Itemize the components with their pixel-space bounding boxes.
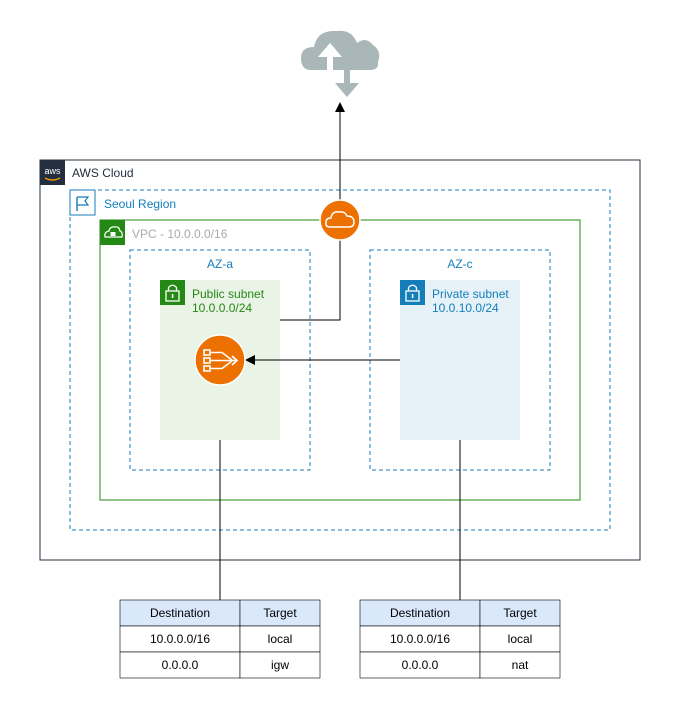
private-subnet-name: Private subnet — [432, 287, 509, 301]
table-header-text: Target — [503, 606, 537, 620]
aws-logo-icon: aws — [40, 160, 65, 185]
private-subnet: Private subnet 10.0.10.0/24 — [400, 280, 520, 440]
aws-cloud-label: AWS Cloud — [72, 166, 134, 180]
table-cell — [239, 625, 321, 653]
public-subnet-name: Public subnet — [192, 287, 265, 301]
table-cell — [119, 625, 241, 653]
table-cell-text: local — [268, 632, 293, 646]
table-cell — [119, 651, 241, 679]
table-cell-text: 0.0.0.0 — [402, 658, 439, 672]
table-cell-text: igw — [271, 658, 289, 672]
aws-logo-text: aws — [44, 166, 61, 176]
public-subnet-to-igw-connector — [280, 240, 341, 321]
table-cell-text: local — [508, 632, 533, 646]
table-cell-text: 10.0.0.0/16 — [150, 632, 210, 646]
az-a-label: AZ-a — [207, 257, 233, 271]
vpc-label: VPC - 10.0.0.0/16 — [132, 227, 228, 241]
route-table-public: Destination Target 10.0.0.0/16 local 0.0.0.0… — [119, 599, 321, 679]
table-cell-text: nat — [512, 658, 529, 672]
table-header-cell — [479, 599, 561, 627]
table-cell — [239, 651, 321, 679]
table-cell — [479, 625, 561, 653]
flag-icon — [69, 189, 96, 216]
table-cell — [359, 625, 481, 653]
private-subnet-cidr: 10.0.10.0/24 — [432, 301, 499, 315]
vpc-cloud-lock-icon — [100, 220, 125, 245]
table-header-text: Destination — [390, 606, 450, 620]
nat-gateway-icon — [194, 334, 246, 386]
route-table-private: Destination Target 10.0.0.0/16 local 0.0.0.0… — [359, 599, 561, 679]
table-cell-text: 0.0.0.0 — [162, 658, 199, 672]
az-c-label: AZ-c — [447, 257, 472, 271]
cloud-upload-download-icon — [301, 30, 380, 97]
internet-gateway-icon — [319, 199, 361, 241]
lock-icon — [400, 280, 425, 305]
region-label: Seoul Region — [104, 197, 176, 211]
table-cell — [359, 651, 481, 679]
table-header-cell — [239, 599, 321, 627]
table-header-text: Destination — [150, 606, 210, 620]
table-header-cell — [359, 599, 481, 627]
table-cell — [479, 651, 561, 679]
table-header-text: Target — [263, 606, 297, 620]
lock-icon — [160, 280, 185, 305]
connectors — [219, 102, 461, 600]
table-cell-text: 10.0.0.0/16 — [390, 632, 450, 646]
public-subnet-cidr: 10.0.0.0/24 — [192, 301, 252, 315]
